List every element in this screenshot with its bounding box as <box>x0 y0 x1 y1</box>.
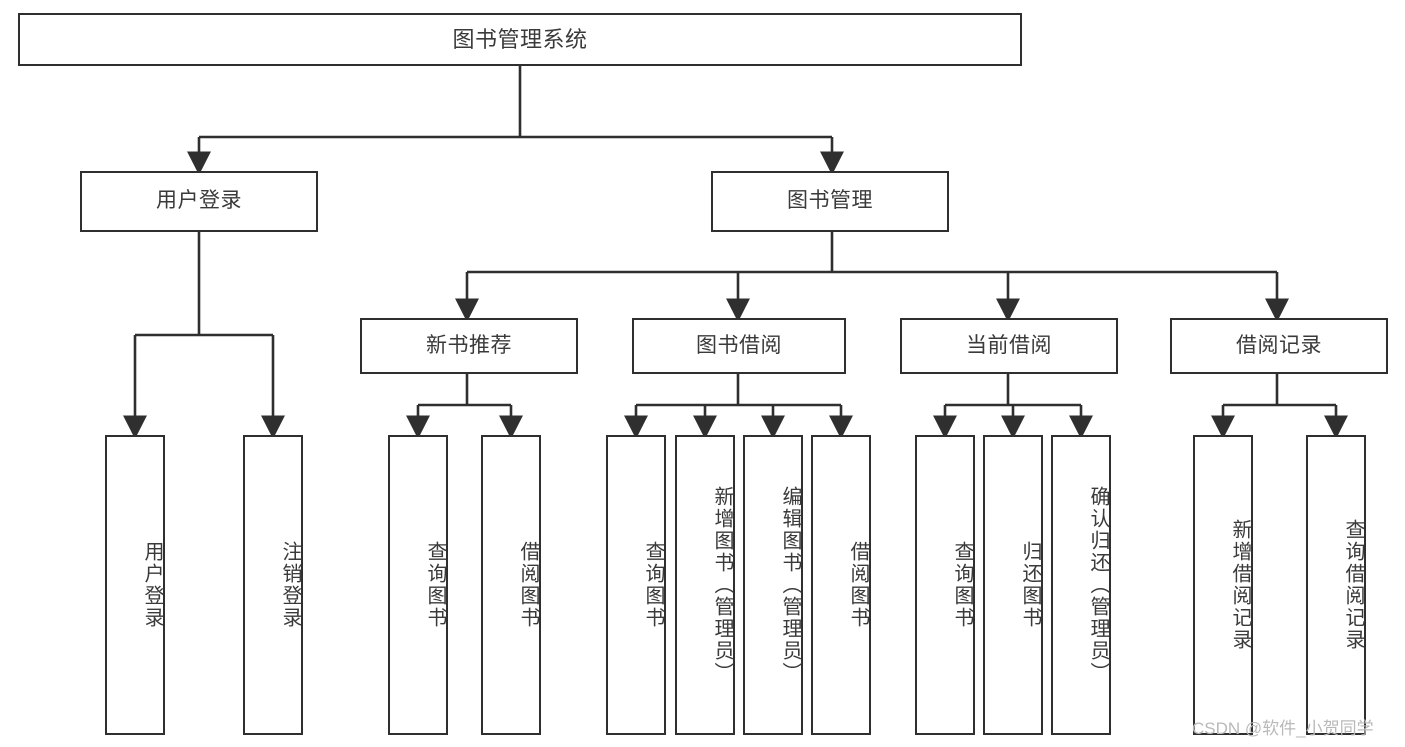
node-leaf-query-record-label: 查询借阅记录 <box>1342 519 1364 651</box>
node-leaf-borrow-book-2[interactable]: 借阅图书 <box>811 435 871 735</box>
node-leaf-query-book-3-label: 查询图书 <box>951 541 973 629</box>
node-leaf-add-book[interactable]: 新增图书（管理员） <box>675 435 735 735</box>
node-leaf-query-book-3[interactable]: 查询图书 <box>915 435 975 735</box>
node-leaf-logout-login-label: 注销登录 <box>279 541 301 629</box>
node-borrow-record-label: 借阅记录 <box>1236 333 1322 357</box>
node-book-manage-label: 图书管理 <box>787 189 873 213</box>
node-user-login-label: 用户登录 <box>156 189 242 213</box>
node-leaf-confirm-return-label: 确认归还（管理员） <box>1087 486 1109 684</box>
node-leaf-user-login-label: 用户登录 <box>141 541 163 629</box>
node-new-book-recommend-label: 新书推荐 <box>426 333 512 357</box>
node-leaf-add-record[interactable]: 新增借阅记录 <box>1193 435 1253 735</box>
csdn-watermark: CSDN @软件_小贺同学 <box>1192 719 1374 738</box>
node-leaf-edit-book[interactable]: 编辑图书（管理员） <box>743 435 803 735</box>
node-book-manage[interactable]: 图书管理 <box>711 171 949 232</box>
node-leaf-user-login[interactable]: 用户登录 <box>105 435 165 735</box>
node-leaf-add-book-label: 新增图书（管理员） <box>711 486 733 684</box>
node-new-book-recommend[interactable]: 新书推荐 <box>360 318 578 374</box>
node-leaf-add-record-label: 新增借阅记录 <box>1229 519 1251 651</box>
node-leaf-logout-login[interactable]: 注销登录 <box>243 435 303 735</box>
node-user-login[interactable]: 用户登录 <box>80 171 318 232</box>
node-current-borrow-label: 当前借阅 <box>966 333 1052 357</box>
node-leaf-query-book-2[interactable]: 查询图书 <box>606 435 666 735</box>
node-root-system[interactable]: 图书管理系统 <box>18 13 1022 66</box>
node-leaf-query-record[interactable]: 查询借阅记录 <box>1306 435 1366 735</box>
node-leaf-confirm-return[interactable]: 确认归还（管理员） <box>1051 435 1111 735</box>
node-leaf-return-book-label: 归还图书 <box>1019 541 1041 629</box>
node-book-borrow-label: 图书借阅 <box>696 333 782 357</box>
node-borrow-record[interactable]: 借阅记录 <box>1170 318 1388 374</box>
node-book-borrow[interactable]: 图书借阅 <box>632 318 846 374</box>
node-leaf-return-book[interactable]: 归还图书 <box>983 435 1043 735</box>
node-leaf-borrow-book-2-label: 借阅图书 <box>847 541 869 629</box>
node-leaf-query-book-1-label: 查询图书 <box>424 541 446 629</box>
node-leaf-query-book-1[interactable]: 查询图书 <box>388 435 448 735</box>
node-leaf-query-book-2-label: 查询图书 <box>642 541 664 629</box>
node-leaf-edit-book-label: 编辑图书（管理员） <box>779 486 801 684</box>
node-leaf-borrow-book-1-label: 借阅图书 <box>517 541 539 629</box>
node-root-system-label: 图书管理系统 <box>452 26 588 52</box>
node-leaf-borrow-book-1[interactable]: 借阅图书 <box>481 435 541 735</box>
node-current-borrow[interactable]: 当前借阅 <box>900 318 1118 374</box>
